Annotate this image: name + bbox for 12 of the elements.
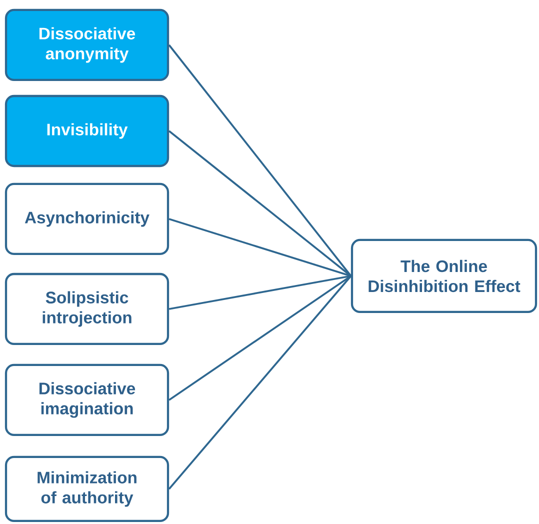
effect-box: The Online Disinhibition Effect [350,238,538,314]
connector-line [168,275,352,310]
connector-line [168,218,352,277]
concept-box: Solipsistic introjection [4,272,170,346]
connector-line [168,275,352,401]
connector-line [168,44,352,277]
concept-box: Minimization of authority [4,456,170,522]
concept-box: Invisibility [4,94,170,168]
concept-box: Dissociative anonymity [4,8,170,82]
connector-line [168,275,352,490]
concept-box: Asynchorinicity [4,182,170,256]
concept-box: Dissociative imagination [4,364,170,436]
